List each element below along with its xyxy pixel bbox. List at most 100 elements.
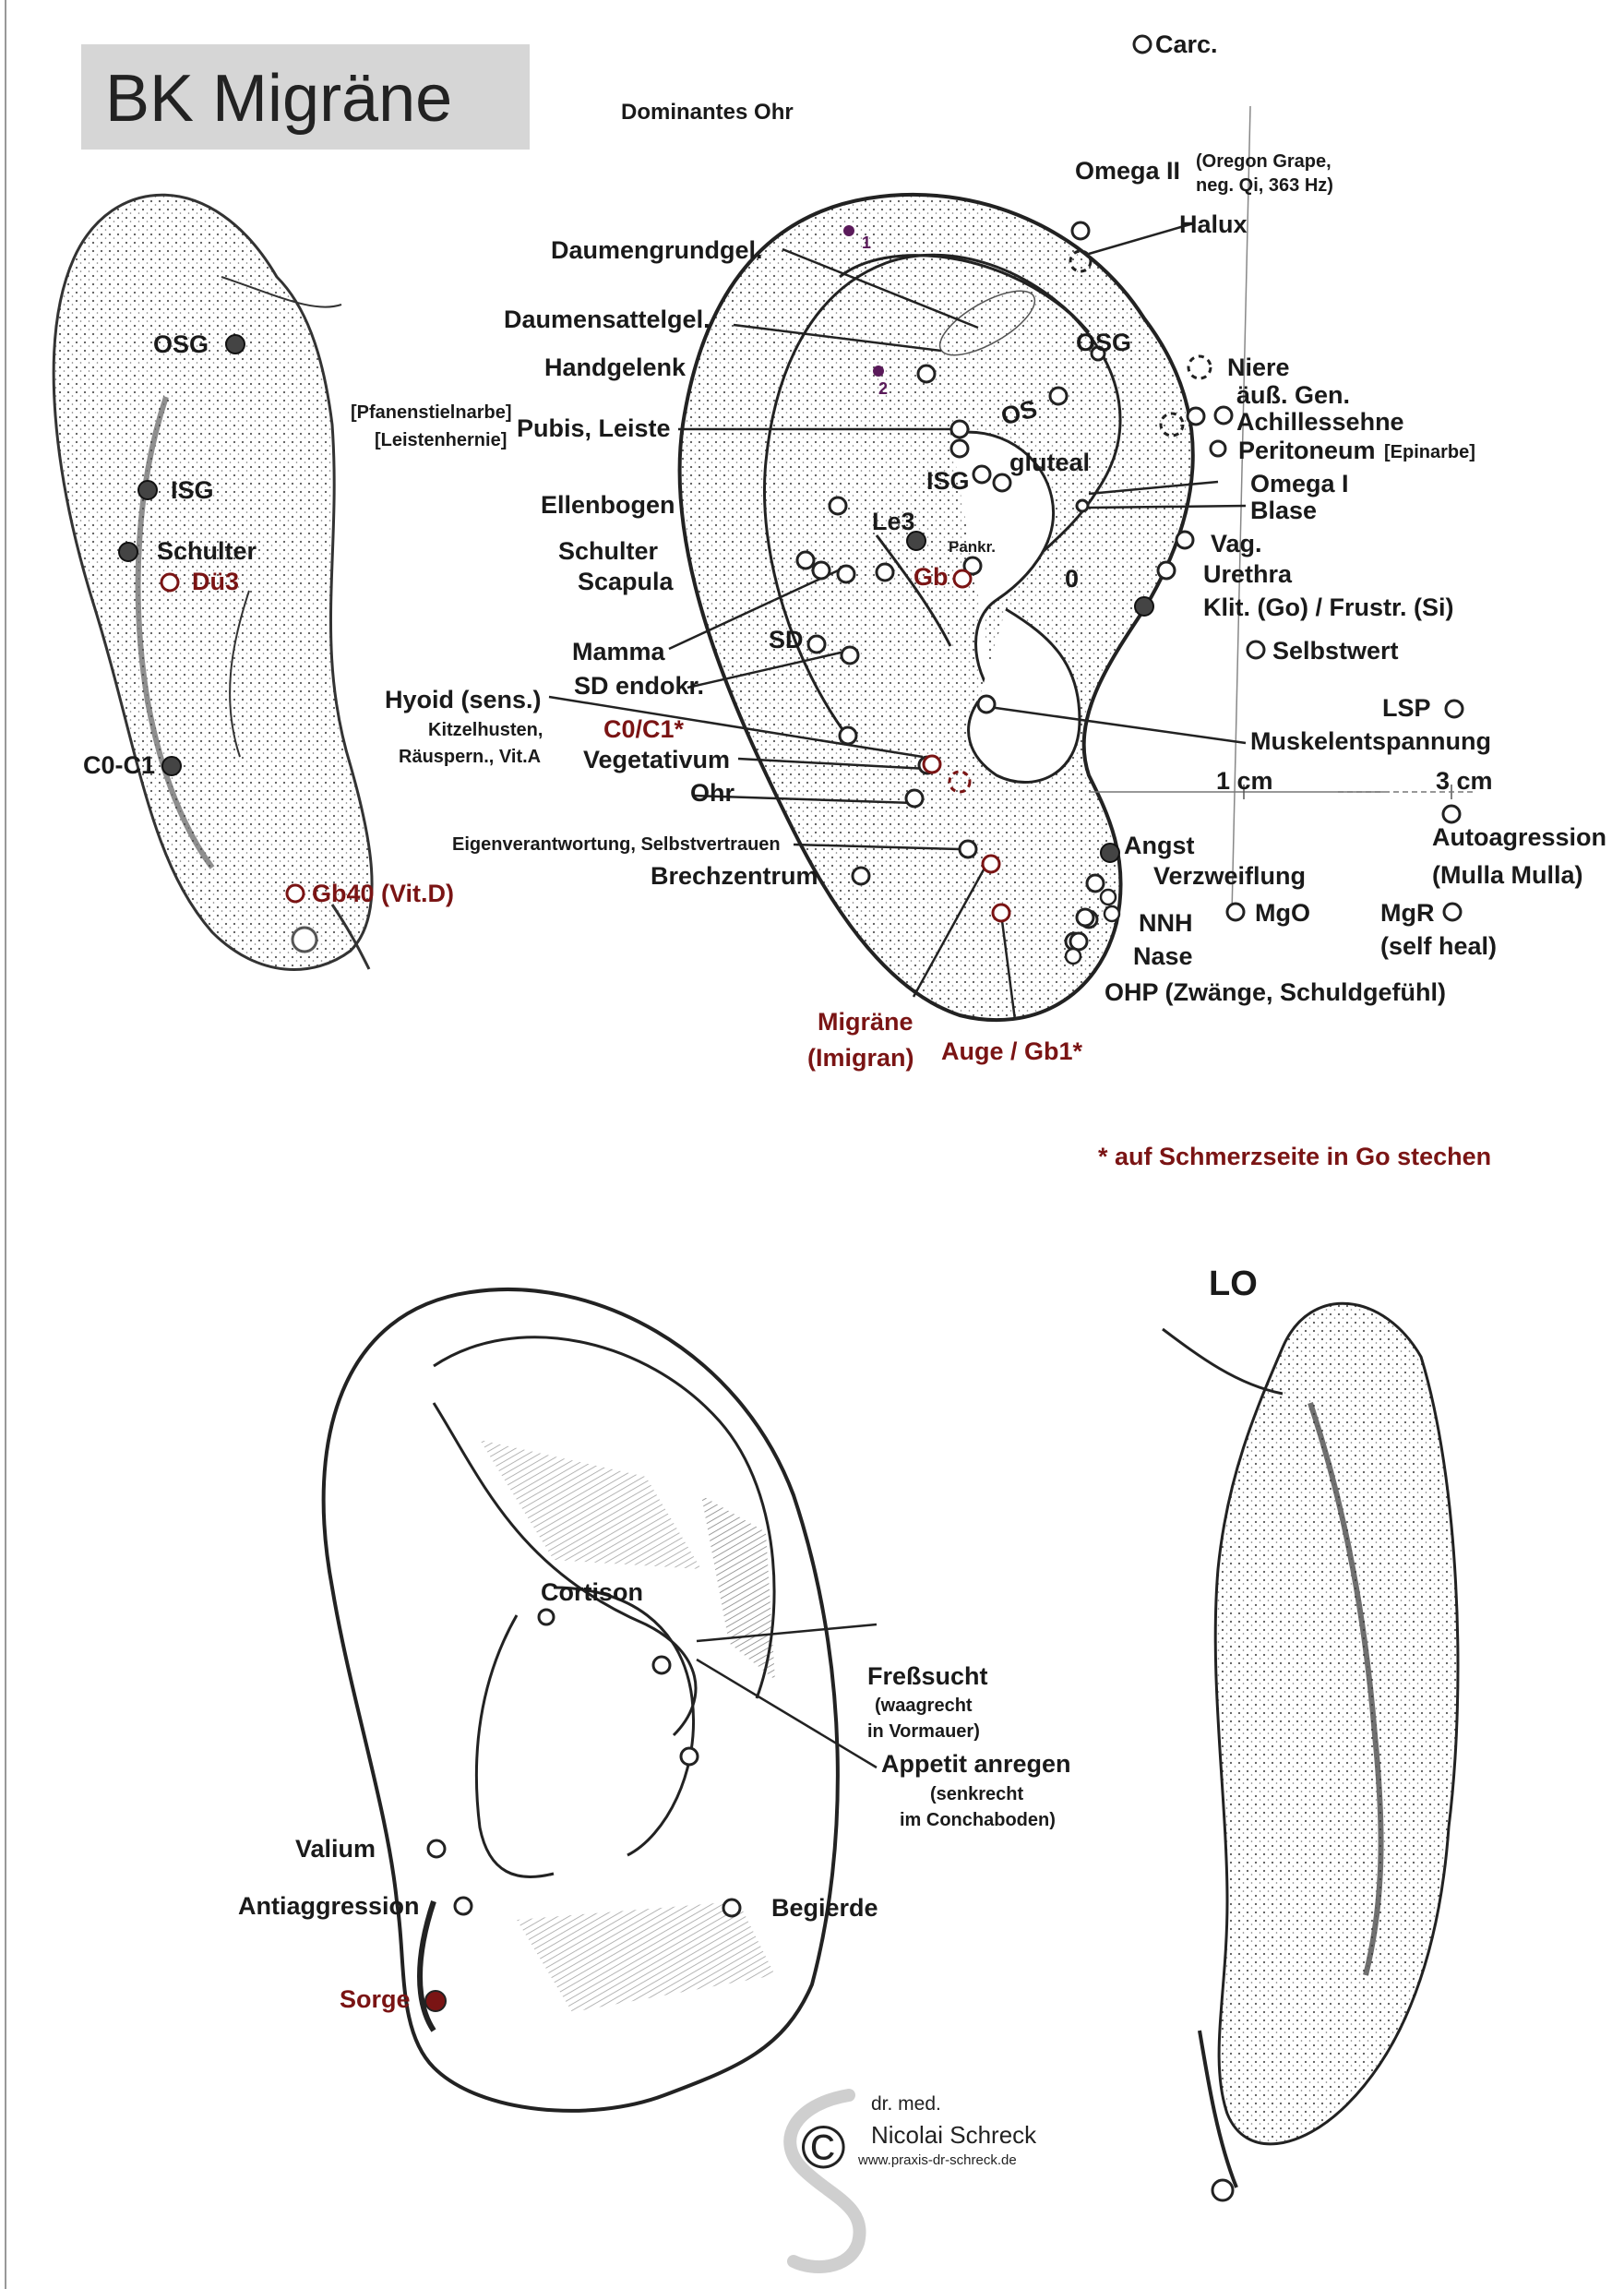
label-osg-main: OSG [1076, 329, 1132, 356]
label-omega2: Omega II [1075, 157, 1181, 185]
label-sorge: Sorge [340, 1985, 411, 2013]
label-niere: Niere [1227, 354, 1290, 381]
label-mulla-mulla: (Mulla Mulla) [1432, 861, 1583, 889]
label-nase: Nase [1133, 942, 1193, 970]
title-box [81, 44, 530, 150]
label-left-c0c1: C0-C1 [83, 751, 156, 779]
footnote: * auf Schmerzseite in Go stechen [1098, 1143, 1492, 1170]
copyright-icon: © [801, 2113, 846, 2181]
label-blase: Blase [1250, 497, 1318, 524]
lo-ear-lobe-point [1211, 2178, 1235, 2202]
copyright-swirl [783, 2089, 866, 2273]
label-pankr: Pankr. [949, 538, 997, 556]
label-gluteal: gluteal [1009, 449, 1091, 476]
label-auge-gb1: Auge / Gb1* [941, 1037, 1083, 1065]
label-ellenbogen: Ellenbogen [541, 491, 675, 519]
points-filled [118, 334, 1154, 863]
label-appetit-anregen: Appetit anregen [881, 1750, 1071, 1778]
label-zero: 0 [1065, 565, 1080, 593]
label-klit: Klit. (Go) / Frustr. (Si) [1203, 593, 1454, 621]
label-ohp: OHP (Zwänge, Schuldgefühl) [1105, 978, 1447, 1006]
marker-2-dot [873, 366, 884, 377]
label-urethra: Urethra [1203, 560, 1293, 588]
label-sd-endokr: SD endokr. [574, 672, 705, 700]
page-title: BK Migräne [105, 62, 453, 136]
label-left-isg: ISG [171, 476, 214, 504]
sorge-point [424, 1990, 447, 2012]
label-marker-2: 2 [878, 379, 889, 398]
label-migraene: Migräne [818, 1008, 914, 1036]
points-dashed [948, 249, 1212, 794]
copyright-line2: Nicolai Schreck [871, 2121, 1037, 2149]
left-ear-drawing [52, 193, 374, 971]
label-autoagression: Autoagression [1432, 823, 1607, 851]
label-pubis-leiste: Pubis, Leiste [517, 414, 671, 442]
label-nnh: NNH [1139, 909, 1193, 937]
label-left-gb40: Gb40 (Vit.D) [312, 880, 455, 907]
label-eigenverantwortung: Eigenverantwortung, Selbstvertrauen [452, 834, 781, 855]
label-daumengrundgel: Daumengrundgel. [551, 236, 763, 264]
cm-scale-lines [1089, 105, 1476, 915]
subtitle-dominant-ear: Dominantes Ohr [621, 100, 794, 125]
label-cortison: Cortison [541, 1578, 643, 1606]
label-raeuspern: Räuspern., Vit.A [399, 747, 542, 767]
label-conchaboden: im Conchaboden) [900, 1810, 1056, 1830]
label-carc: Carc. [1155, 30, 1218, 58]
label-mamma: Mamma [572, 638, 665, 665]
label-self-heal: (self heal) [1380, 932, 1498, 960]
label-left-due3: Dü3 [192, 568, 240, 595]
label-verzweiflung: Verzweiflung [1153, 862, 1307, 890]
label-left-osg: OSG [153, 330, 209, 358]
label-3cm: 3 cm [1436, 767, 1493, 795]
label-sd: SD [769, 626, 804, 653]
points-red [160, 569, 1011, 923]
label-vegetativum: Vegetativum [583, 746, 731, 773]
label-brechzentrum: Brechzentrum [651, 862, 818, 890]
label-left-schulter: Schulter [157, 537, 257, 565]
label-peritoneum-note: [Epinarbe] [1384, 442, 1475, 462]
label-schulter-main: Schulter [558, 537, 659, 565]
label-1cm: 1 cm [1216, 767, 1273, 795]
label-kitzelhusten: Kitzelhusten, [428, 720, 543, 740]
label-senkrecht: (senkrecht [930, 1784, 1024, 1804]
left-ear-lobe-point [291, 926, 318, 953]
label-vormauer: in Vormauer) [867, 1721, 980, 1742]
label-waagrecht: (waagrecht [875, 1696, 973, 1716]
copyright-line3: www.praxis-dr-schreck.de [858, 2152, 1017, 2168]
label-peritoneum: Peritoneum [1238, 437, 1376, 464]
label-lo: LO [1209, 1264, 1258, 1303]
label-handgelenk: Handgelenk [544, 354, 687, 381]
copyright-line1: dr. med. [871, 2093, 941, 2115]
label-gb: Gb [914, 563, 949, 591]
label-halux: Halux [1179, 210, 1248, 238]
label-fresssucht: Freßsucht [867, 1662, 988, 1690]
label-ohr: Ohr [690, 779, 735, 807]
label-aeuss-gen: äuß. Gen. [1236, 381, 1351, 409]
label-c0c1-star: C0/C1* [603, 715, 685, 743]
label-omega2-note: (Oregon Grape, neg. Qi, 363 Hz) [1196, 151, 1333, 196]
label-daumensattelgel: Daumensattelgel. [504, 306, 710, 333]
label-imigran: (Imigran) [807, 1044, 914, 1072]
label-le3: Le3 [872, 508, 915, 535]
label-valium: Valium [295, 1835, 376, 1863]
label-achillessehne: Achillessehne [1236, 408, 1404, 436]
label-vag: Vag. [1211, 530, 1262, 557]
label-angst: Angst [1124, 832, 1195, 859]
label-omega1: Omega I [1250, 470, 1349, 497]
label-pfanenstielnarbe: [Pfanenstielnarbe] [351, 402, 512, 423]
leader-lines [548, 222, 1247, 1769]
label-mgo: MgO [1255, 899, 1310, 927]
label-isg-main: ISG [926, 467, 970, 495]
lo-ear-drawing [1162, 1301, 1460, 2188]
label-leistenhernie: [Leistenhernie] [375, 430, 508, 450]
label-muskelentspannung: Muskelentspannung [1250, 727, 1492, 755]
label-antiaggression: Antiaggression [238, 1892, 420, 1920]
label-lsp: LSP [1382, 694, 1431, 722]
label-mgr: MgR [1380, 899, 1435, 927]
bottom-ear-drawing [321, 1288, 840, 2113]
marker-1-dot [843, 225, 854, 236]
label-hyoid: Hyoid (sens.) [385, 686, 542, 713]
label-scapula: Scapula [578, 568, 674, 595]
